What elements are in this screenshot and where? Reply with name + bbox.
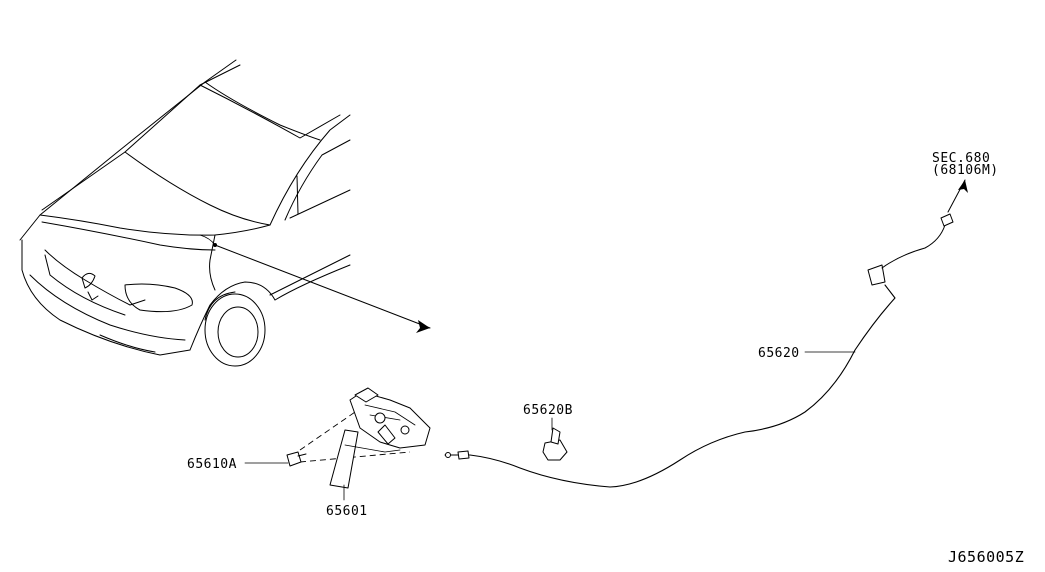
cable-clip bbox=[542, 427, 568, 461]
label-cable: 65620 bbox=[758, 346, 800, 361]
label-clip: 65620B bbox=[523, 403, 573, 418]
label-lever: 65601 bbox=[326, 504, 368, 519]
car-front-illustration bbox=[19, 59, 431, 367]
label-sec-part: (68106M) bbox=[932, 163, 999, 178]
label-figure-code: J656005Z bbox=[948, 548, 1024, 566]
leader-lines bbox=[244, 351, 856, 501]
hood-lock-assembly bbox=[286, 387, 431, 489]
label-sec-ref: SEC.680 bbox=[932, 151, 990, 166]
hood-release-cable bbox=[444, 179, 968, 488]
label-bolt: 65610A bbox=[187, 457, 237, 472]
